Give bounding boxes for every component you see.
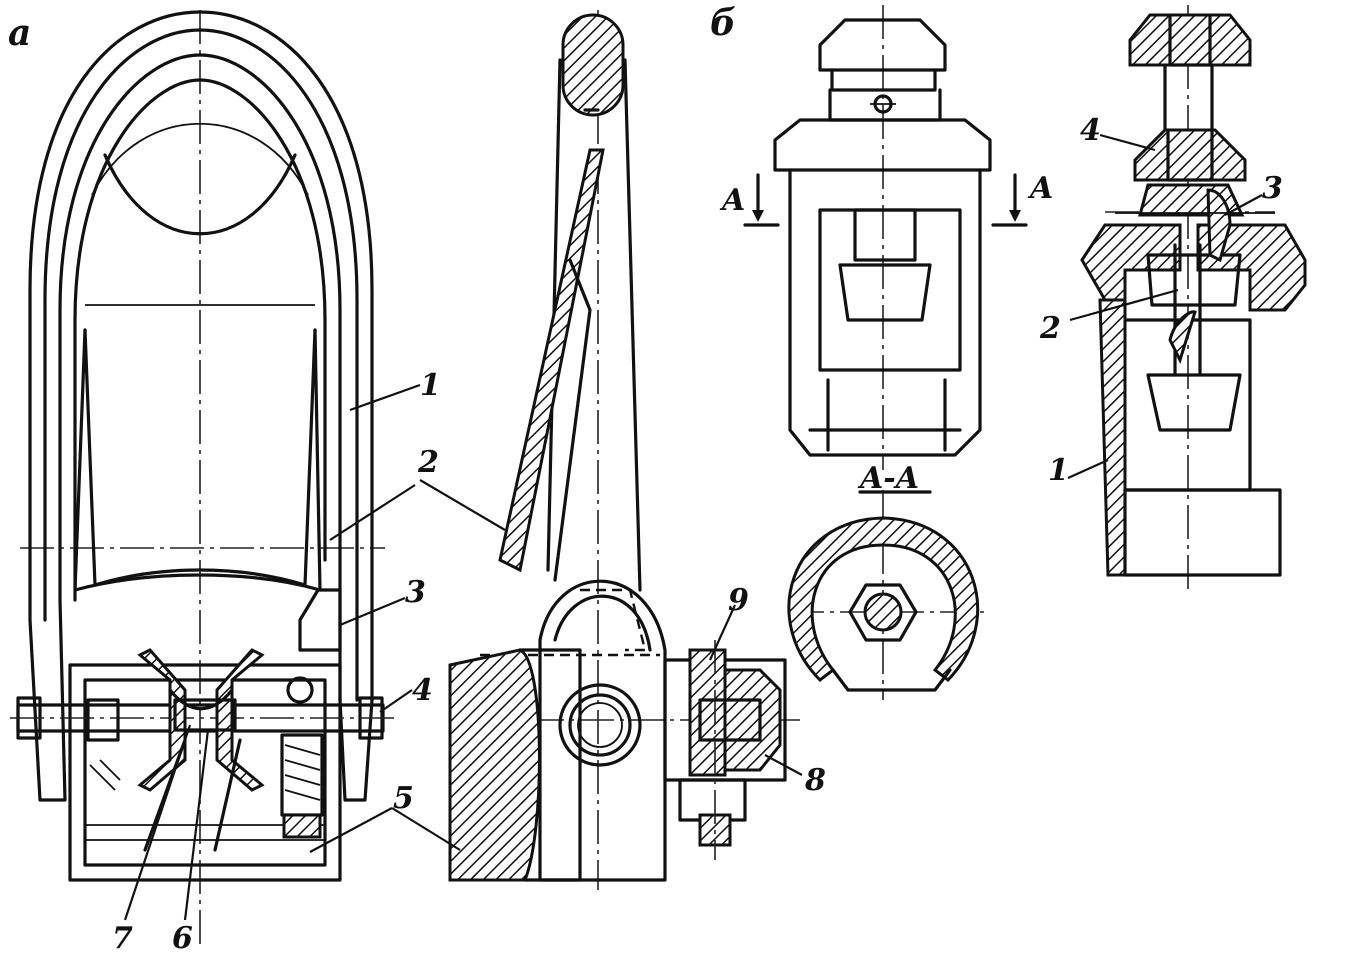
callout-b-1: 1 [1048,453,1069,488]
section-title: A-A [857,461,919,496]
callout-a-3: 3 [405,575,426,610]
callout-b-3: 3 [1262,171,1283,206]
callout-b-2: 2 [1039,311,1061,346]
callout-a-7: 7 [112,921,133,956]
view-b-side [743,5,1028,470]
view-b-section [1080,5,1307,590]
view-a-front [10,10,395,945]
callout-a-1: 1 [420,368,441,403]
callout-a-2: 2 [417,445,439,480]
panel-label-a: а [8,12,31,54]
callout-a-6: 6 [172,921,193,956]
callout-a-8: 8 [804,763,826,798]
labels: а б 1 2 3 4 5 6 7 8 9 A A A-A 1 2 3 4 [8,2,1283,956]
leaders [123,133,1263,921]
callout-a-9: 9 [728,583,749,618]
view-a-side [448,10,800,890]
callout-a-5: 5 [393,781,414,816]
section-a-a [787,490,990,700]
callout-a-4: 4 [412,673,433,708]
section-marker-right: A [1027,171,1053,206]
section-marker-left: A [719,183,745,218]
panel-label-b: б [710,2,736,44]
callout-b-4: 4 [1080,113,1101,148]
